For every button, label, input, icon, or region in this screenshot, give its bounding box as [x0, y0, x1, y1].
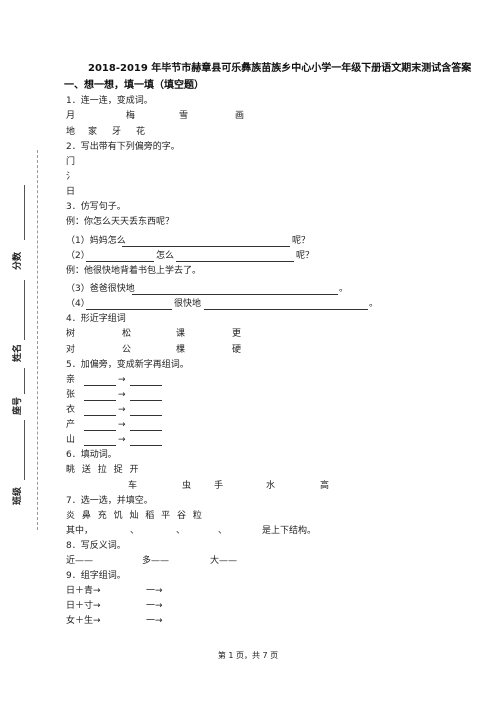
answer-blank[interactable]: [130, 430, 162, 431]
q4-char: 更: [232, 329, 242, 339]
q1-word: 画: [235, 111, 245, 121]
arrow-icon: →: [118, 375, 126, 385]
q4-char: 对: [66, 345, 76, 355]
q3-line-2: （2）: [66, 251, 90, 261]
answer-blank[interactable]: [130, 385, 162, 386]
q9-dash: 一→: [146, 586, 163, 596]
score-line[interactable]: [24, 185, 25, 240]
q5-item: 亲: [66, 375, 76, 385]
q7-line: 其中，: [66, 526, 94, 536]
q3-label: 3．仿写句子。: [66, 202, 126, 212]
arrow-icon: →: [118, 390, 126, 400]
name-label: 姓名: [13, 343, 23, 362]
page-title: 2018-2019 年毕节市赫章县可乐彝族苗族乡中心小学一年级下册语文期末测试含…: [88, 63, 472, 74]
q4-char: 树: [66, 329, 76, 339]
q2-label: 2．写出带有下列偏旁的字。: [66, 142, 180, 152]
q5-item: 产: [66, 420, 76, 430]
seat-line[interactable]: [24, 368, 25, 394]
q4-char: 松: [122, 329, 132, 339]
q3-line-4: （4）: [66, 299, 90, 309]
answer-blank[interactable]: [130, 415, 162, 416]
q9-item: 女＋生→: [66, 616, 101, 626]
q6-noun: 手: [214, 481, 224, 491]
score-label: 分数: [13, 251, 23, 270]
q6-verbs: 眺 送 拉 捉 开: [66, 465, 141, 475]
q4-label: 4．形近字组词: [66, 314, 126, 324]
q2-radical: 日: [66, 187, 76, 197]
answer-blank[interactable]: [130, 400, 162, 401]
q8-item: 近——: [66, 556, 94, 566]
q8-item: 大——: [210, 556, 238, 566]
class-line[interactable]: [24, 420, 25, 480]
q3-line-1: （1）妈妈怎么: [66, 236, 126, 246]
arrow-icon: →: [118, 420, 126, 430]
page-footer: 第 1 页，共 7 页: [217, 651, 279, 660]
q4-char: 公: [122, 345, 132, 355]
q7-sep: 、: [176, 526, 186, 536]
answer-blank[interactable]: [84, 415, 116, 416]
q1-word: 雪: [179, 111, 189, 121]
q3-line-4-mid: 很快地: [174, 299, 202, 309]
answer-blank[interactable]: [132, 294, 338, 295]
q9-dash: 一→: [146, 601, 163, 611]
answer-blank[interactable]: [86, 261, 154, 262]
q3-line-1-end: 呢？: [292, 236, 311, 246]
answer-blank[interactable]: [86, 309, 172, 310]
q3-line-3-end: 。: [339, 284, 349, 294]
q6-noun: 车: [128, 481, 138, 491]
q9-dash: 一→: [146, 616, 163, 626]
q7-sep: 、: [130, 526, 140, 536]
q1-word: 牙: [112, 127, 122, 137]
q5-item: 张: [66, 390, 76, 400]
section-heading: 一、想一想，填一填（填空题）: [64, 80, 204, 91]
q6-noun: 虫: [182, 481, 192, 491]
q7-tail: 是上下结构。: [262, 526, 317, 536]
q2-radical: 门: [66, 157, 76, 167]
answer-blank[interactable]: [204, 309, 368, 310]
q9-item: 日＋青→: [66, 586, 101, 596]
q6-label: 6．填动词。: [66, 450, 117, 460]
seat-label: 座号: [13, 396, 23, 415]
q1-word: 月: [66, 111, 76, 121]
class-label: 班级: [13, 486, 23, 505]
q1-word: 家: [88, 127, 98, 137]
arrow-icon: →: [118, 435, 126, 445]
q3-example: 例：他很快地背着书包上学去了。: [66, 266, 202, 276]
q1-label: 1．连一连，变成词。: [66, 96, 153, 106]
q2-radical: 氵: [66, 172, 76, 182]
q4-char: 课: [176, 329, 186, 339]
q1-word: 地: [66, 127, 76, 137]
q5-label: 5．加偏旁，变成新字再组词。: [66, 360, 189, 370]
binding-dashed-line: [37, 150, 38, 530]
q8-label: 8．写反义词。: [66, 541, 126, 551]
answer-blank[interactable]: [84, 400, 116, 401]
q9-label: 9．组字组词。: [66, 571, 126, 581]
q3-line-2-end: 呢？: [296, 251, 315, 261]
q5-item: 衣: [66, 405, 76, 415]
q6-noun: 高: [320, 481, 330, 491]
q4-char: 棵: [176, 345, 186, 355]
q7-chars: 炎 鼻 充 饥 灿 稻 平 谷 粒: [66, 511, 204, 521]
q9-item: 日＋寸→: [66, 601, 101, 611]
answer-blank[interactable]: [122, 246, 290, 247]
arrow-icon: →: [118, 405, 126, 415]
answer-blank[interactable]: [130, 445, 162, 446]
q3-line-4-end: 。: [369, 299, 379, 309]
q3-example: 例：你怎么天天丢东西呢？: [66, 217, 175, 227]
q3-line-2-mid: 怎么: [156, 251, 175, 261]
answer-blank[interactable]: [84, 430, 116, 431]
q7-sep: 、: [218, 526, 228, 536]
q1-word: 花: [136, 127, 146, 137]
q5-item: 山: [66, 435, 76, 445]
name-line[interactable]: [24, 280, 25, 340]
answer-blank[interactable]: [84, 385, 116, 386]
q6-noun: 水: [266, 481, 276, 491]
q8-item: 多——: [142, 556, 170, 566]
q7-label: 7．选一选，并填空。: [66, 496, 153, 506]
q3-line-3: （3）爸爸很快地: [66, 284, 135, 294]
answer-blank[interactable]: [84, 445, 116, 446]
q1-word: 梅: [126, 111, 136, 121]
q4-char: 硬: [232, 345, 242, 355]
answer-blank[interactable]: [176, 261, 294, 262]
